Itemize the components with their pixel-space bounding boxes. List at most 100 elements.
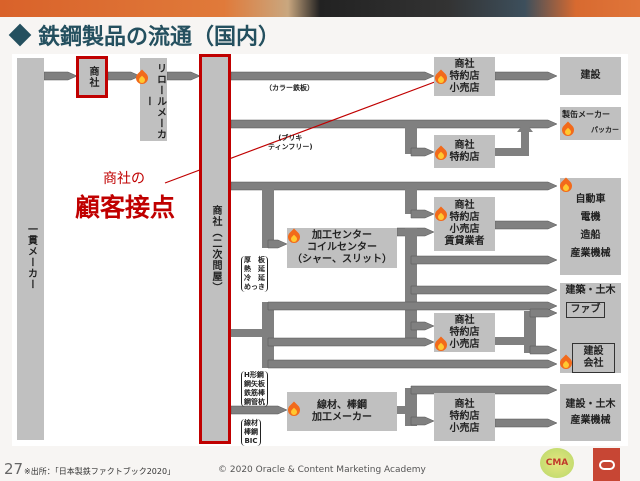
plate-line: 熱 延 (244, 265, 265, 273)
plate-line: めっき (244, 283, 265, 291)
copyright: © 2020 Oracle & Content Marketing Academ… (218, 465, 426, 475)
wire-maker-line: 加工メーカー (312, 411, 372, 423)
dealer-line: 特約店 (449, 151, 480, 163)
oracle-logo (593, 448, 620, 481)
flame-icon (288, 229, 300, 244)
flame-icon (435, 70, 447, 85)
flame-icon (435, 207, 447, 222)
cma-logo-text: CMA (545, 458, 569, 468)
dealer-line: 特約店 (449, 70, 480, 82)
wire-line: 棒鋼 (244, 428, 258, 436)
dealer-line: 商社 (454, 399, 475, 410)
dealer-line: 特約店 (449, 326, 480, 338)
plate-line: 厚 板 (244, 256, 265, 264)
flow-connector (262, 302, 274, 368)
dealer-line: 特約店 (449, 212, 480, 223)
industries-node: 自動車電機造船産業機械 (560, 178, 621, 275)
shape-line: 鋼矢板 (244, 380, 265, 388)
trading-company-node: 商社 (76, 56, 108, 98)
dealer-line: 特約店 (449, 411, 480, 422)
cma-logo: CMA (540, 448, 574, 478)
tinplate-label: (ブリキティンフリー) (268, 134, 313, 151)
flame-icon (560, 355, 572, 370)
industry-label: 電機 (580, 211, 601, 223)
secondary-wholesaler-node: 商社（二次問屋） (199, 54, 231, 444)
civil-industry-line: 産業機械 (570, 414, 611, 426)
flow-arrow (267, 239, 288, 249)
tinplate-line: ティンフリー (268, 143, 310, 151)
dealer-node-1: 商社特約店小売店 (434, 57, 495, 96)
flame-icon (560, 178, 572, 193)
coil-center-line: コイルセンター (307, 242, 377, 253)
flow-connector (524, 311, 536, 353)
civil-industry-node: 建設・土木産業機械 (560, 384, 621, 441)
flow-arrow (230, 71, 435, 81)
flow-arrow (494, 418, 558, 428)
contractor-line: 会社 (583, 358, 604, 369)
flow-arrow (410, 321, 435, 331)
flow-arrow (410, 285, 558, 295)
shape-line: 鋼管杭 (244, 398, 265, 406)
flow-connector (397, 406, 409, 414)
shape-line: 鉄筋棒 (244, 389, 265, 397)
page-title: 鉄鋼製品の流通（国内） (8, 20, 280, 50)
flow-arrow (166, 71, 201, 81)
dealer-node-3: 商社特約店小売店賃貸業者 (434, 197, 495, 251)
source-note: ※出所：「日本製鉄ファクトブック2020」 (24, 467, 176, 476)
trading-company-label: 商社 (87, 66, 98, 88)
integrated-maker-label: 一貫メーカー (25, 224, 37, 290)
flow-arrow (267, 301, 558, 311)
flow-arrow (43, 71, 78, 81)
dealer-line: 賃貸業者 (444, 236, 485, 247)
flow-connector (405, 124, 417, 154)
civil-industry-line: 建設・土木 (565, 398, 616, 410)
plate-line: 冷 延 (244, 274, 265, 282)
wire-line: BIC (244, 437, 258, 445)
flow-arrow (267, 359, 558, 369)
tinplate-line: ブリキ (281, 134, 303, 142)
industry-label: 自動車 (575, 193, 606, 205)
flow-arrow (529, 308, 558, 318)
dealer-line: 商社 (454, 58, 475, 70)
flame-icon (435, 146, 447, 161)
packer-label: パッカー (591, 126, 619, 134)
flame-icon (288, 402, 300, 417)
flow-connector (495, 148, 527, 156)
flow-arrow (410, 147, 435, 157)
flow-arrow (410, 255, 558, 265)
can-maker-label: 製缶メーカー (562, 110, 610, 119)
flow-connector (495, 337, 527, 345)
shape-line: H形鋼 (244, 371, 264, 379)
fab-label: ファブ (570, 304, 601, 315)
flow-arrow (410, 385, 558, 395)
flow-connector (262, 186, 274, 248)
dealer-line: 小売店 (449, 338, 480, 350)
flame-icon (136, 70, 148, 85)
flow-arrow (230, 181, 558, 191)
dealer-line: 商社 (454, 314, 475, 326)
civil-label: 建築・土木 (565, 285, 616, 296)
flow-arrow (494, 220, 558, 230)
contractor-node: 建設会社 (572, 343, 615, 373)
fab-node: ファブ (566, 302, 605, 318)
title-text: 鉄鋼製品の流通（国内） (38, 25, 281, 50)
reroll-maker-label: リロールメーカー (142, 63, 166, 140)
flow-arrow (410, 209, 435, 219)
coil-center-line: （シャー、スリット） (292, 254, 392, 265)
coil-center-line: 加工センター (312, 230, 372, 241)
plate-label: 厚 板熱 延冷 延めっき (241, 256, 268, 292)
dealer-line: 小売店 (449, 82, 480, 94)
contractor-line: 建設 (583, 346, 604, 357)
wire-maker-line: 線材、棒鋼 (317, 399, 367, 411)
flow-arrow (410, 416, 435, 426)
flow-connector (231, 329, 262, 337)
flow-arrow (517, 122, 533, 132)
flame-icon (562, 122, 574, 137)
shapes-label: H形鋼鋼矢板鉄筋棒鋼管杭 (241, 371, 268, 407)
flow-arrow (230, 119, 558, 129)
integrated-maker-node: 一貫メーカー (17, 58, 44, 440)
callout-small: 商社の (103, 171, 145, 187)
flow-arrow (529, 345, 558, 355)
